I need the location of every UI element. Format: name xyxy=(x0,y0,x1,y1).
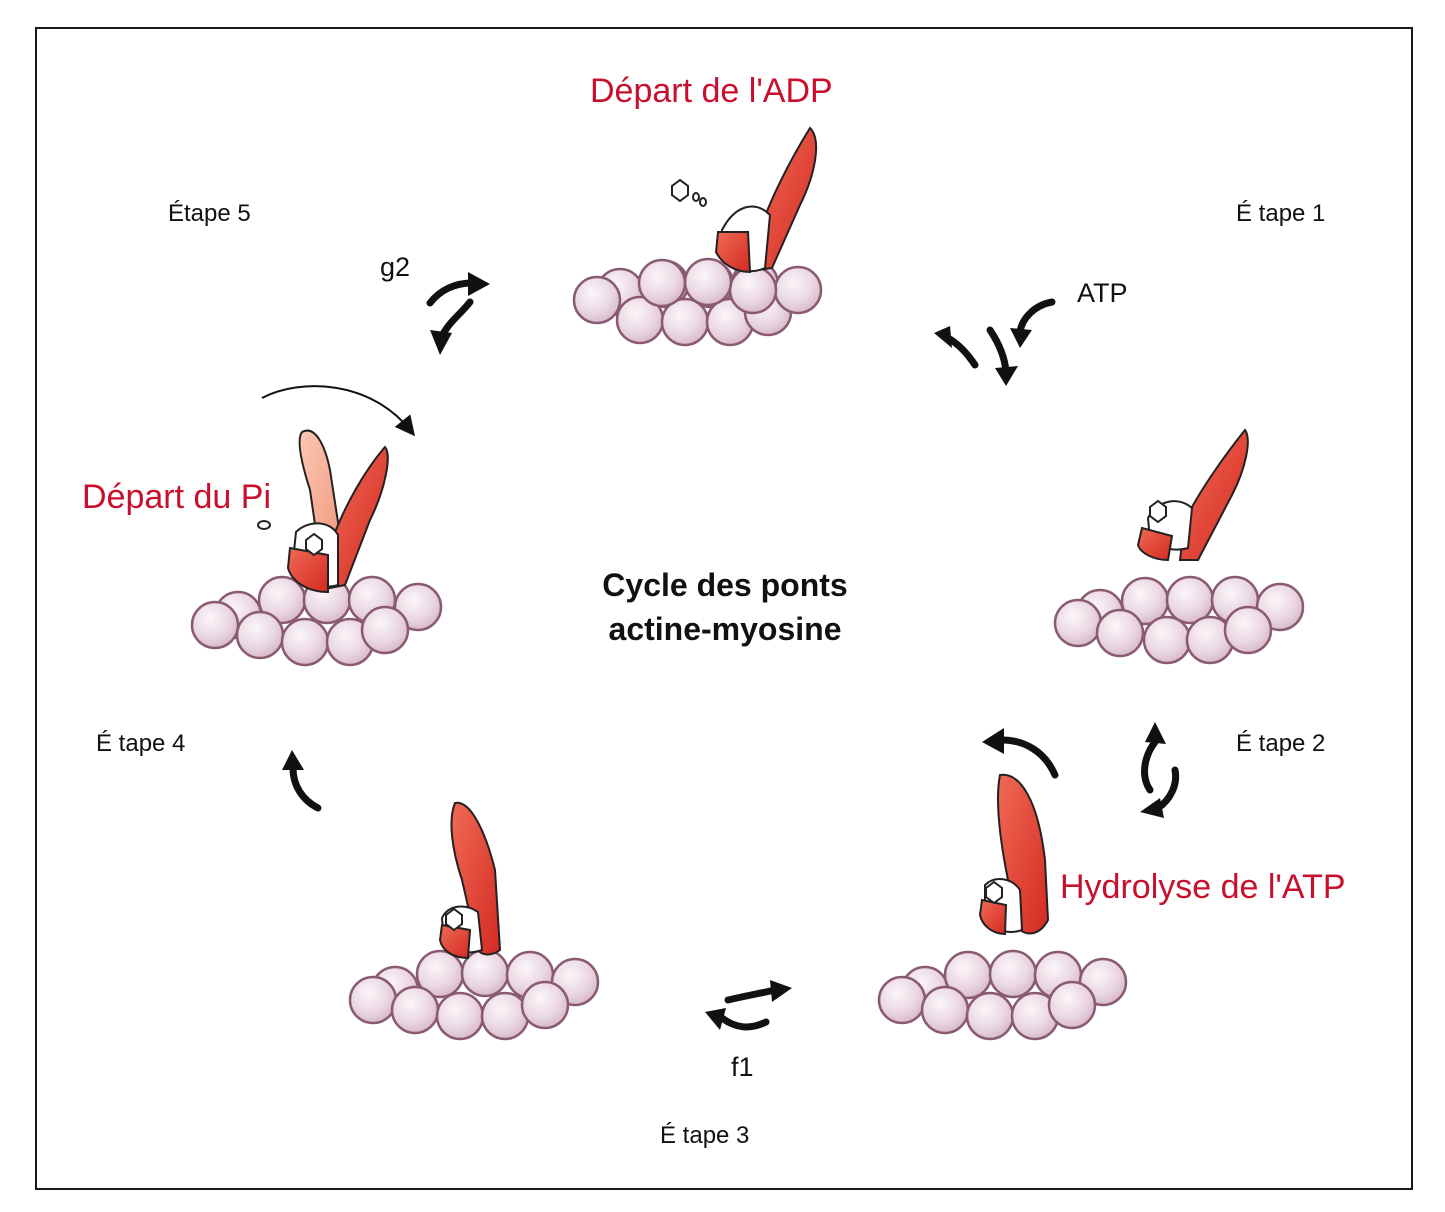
actin-filament-bottom-left xyxy=(348,948,600,1041)
diagram-title: Cycle des ponts actine-myosine xyxy=(565,563,885,651)
step-2-label: É tape 2 xyxy=(1236,730,1326,757)
arrow-power-stroke xyxy=(261,385,416,437)
myosin-head-right xyxy=(1136,428,1249,562)
event-adp-release: Départ de l'ADP xyxy=(590,72,833,110)
title-line-2: actine-myosine xyxy=(608,611,842,647)
title-line-1: Cycle des ponts xyxy=(602,567,848,603)
label-g2: g2 xyxy=(380,252,411,282)
arrow-atp-entry xyxy=(944,298,1056,376)
myosin-head-bottom-left xyxy=(438,801,502,960)
step-3-label: É tape 3 xyxy=(660,1122,750,1149)
actin-filament-right xyxy=(1053,575,1305,665)
arrowhead-step4 xyxy=(282,750,304,770)
arrow-step4 xyxy=(289,764,322,812)
arrow-f1-reversible xyxy=(718,986,779,1031)
actin-filament-bottom-right xyxy=(877,949,1128,1041)
diagram-frame xyxy=(35,27,1413,1190)
arrowheads-g2 xyxy=(430,272,490,355)
event-pi-release: Départ du Pi xyxy=(82,478,271,516)
event-atp-hydrolysis: Hydrolyse de l'ATP xyxy=(1060,868,1346,906)
myosin-head-left xyxy=(257,429,389,594)
arrow-step2-reversible xyxy=(1141,738,1180,812)
label-atp: ATP xyxy=(1077,278,1128,308)
step-1-label: É tape 1 xyxy=(1236,200,1326,227)
label-f1: f1 xyxy=(731,1052,754,1082)
step-5-label: Étape 5 xyxy=(168,200,251,227)
arrowhead-hydrolysis xyxy=(982,728,1004,754)
arrowheads-atp xyxy=(934,326,1032,386)
arrowheads-step2 xyxy=(1140,722,1166,818)
myosin-head-top xyxy=(671,126,817,274)
arrow-hydrolysis xyxy=(998,736,1059,779)
actin-filament-left xyxy=(190,575,443,667)
step-4-label: É tape 4 xyxy=(96,730,186,757)
actin-filament-top xyxy=(572,257,823,347)
arrowheads-f1 xyxy=(705,980,792,1030)
myosin-head-bottom-right xyxy=(978,773,1050,936)
